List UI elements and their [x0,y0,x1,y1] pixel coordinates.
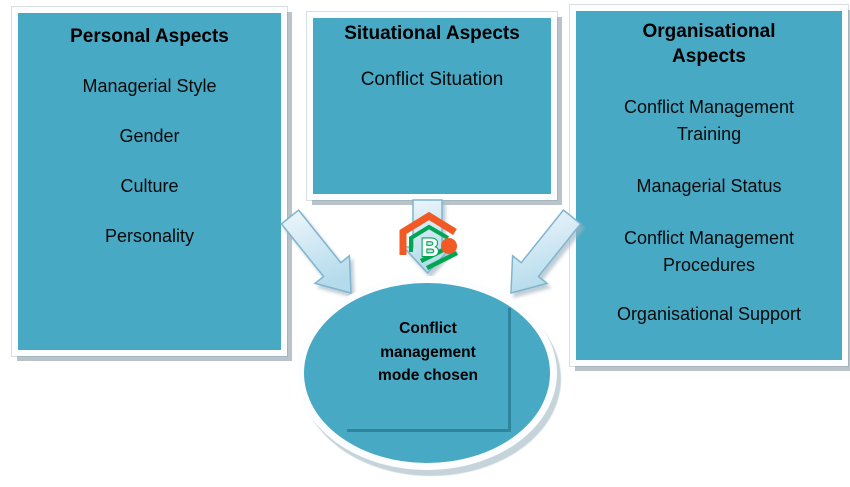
box-item: Organisational Support [616,304,802,324]
box-item: Managerial Style [82,76,217,96]
box-item: Conflict Management Procedures [623,228,795,275]
box-item: Conflict Situation [360,69,504,90]
box-title-personal: Personal Aspects [70,26,229,47]
box-item: Culture [120,176,179,196]
inner-panel-shadow [347,308,511,432]
box-item: Personality [104,226,195,246]
box-title-organisational: Organisational Aspects [642,21,776,67]
brand-logo-icon: B [399,211,459,270]
box-item: Gender [119,126,180,146]
mode-ellipse-label: Conflict management mode chosen [378,320,478,384]
aspect-box-personal: Personal Aspects Managerial Style Gender… [12,7,287,356]
box-item: Conflict Management Training [623,97,795,144]
arrow-personal-to-mode [280,209,352,294]
box-item: Managerial Status [636,176,782,196]
mode-ellipse [297,276,557,470]
logo-dot [441,238,457,254]
logo-letter: B [421,234,439,262]
aspect-box-organisational: Organisational Aspects Conflict Manageme… [570,5,848,366]
box-title-situational: Situational Aspects [344,23,520,44]
aspect-box-situational: Situational Aspects Conflict Situation [307,12,557,200]
